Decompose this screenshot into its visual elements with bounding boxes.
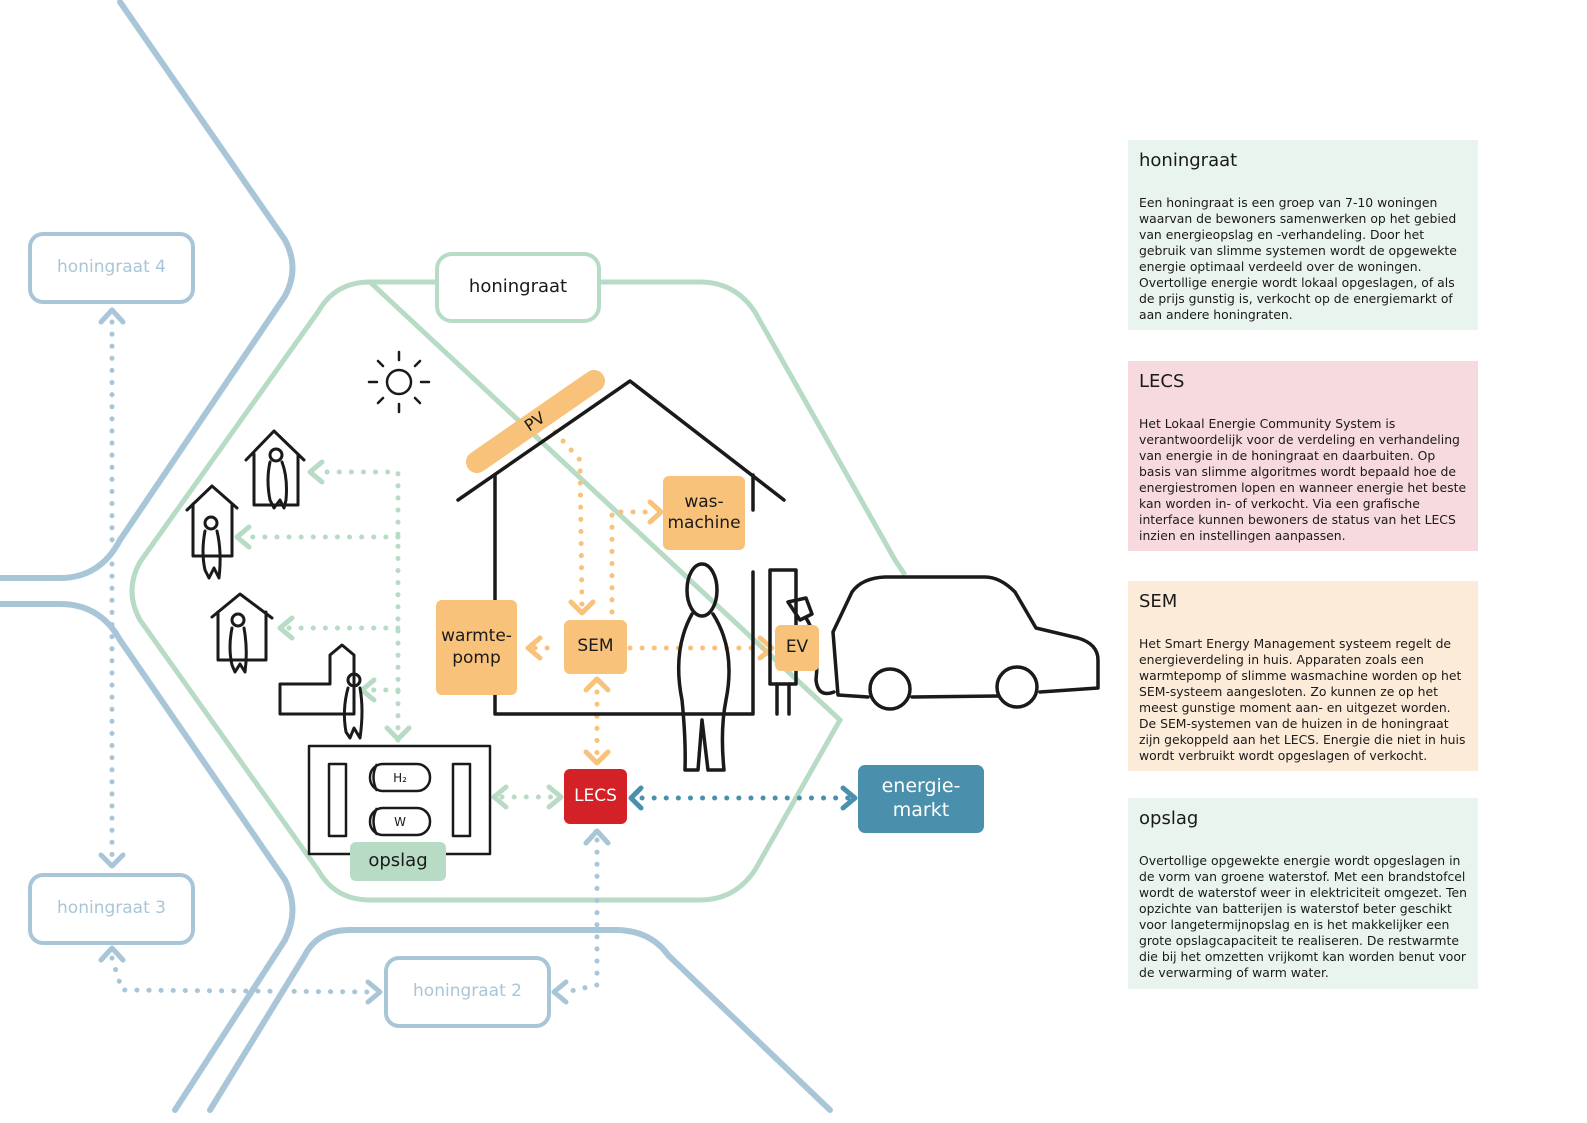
green-connectors — [242, 469, 558, 800]
h2-label: H₂ — [393, 770, 407, 785]
panel-title: opslag — [1139, 808, 1199, 829]
energiemarkt-label: energie- markt — [881, 775, 961, 821]
orange-arrowheads — [525, 499, 775, 766]
wasmachine-box[interactable] — [663, 476, 745, 550]
opslag-label: opslag — [368, 850, 428, 872]
sem-label: SEM — [577, 636, 614, 657]
opslag-box[interactable] — [350, 842, 446, 881]
honingraat-3-label: honingraat 3 — [57, 898, 166, 919]
teal-connector — [628, 785, 858, 811]
panel-title: LECS — [1139, 371, 1185, 392]
w-label: W — [394, 814, 406, 829]
pv-panel — [466, 370, 605, 473]
honingraat-4-label: honingraat 4 — [57, 257, 166, 278]
info-panel-honingraat: honingraat Een honingraat is een groep v… — [1128, 140, 1478, 330]
warmtepomp-label: warmte- pomp — [441, 626, 512, 668]
honingraat-3-box[interactable] — [28, 873, 195, 945]
honingraat-4-box[interactable] — [28, 232, 195, 304]
info-panel-lecs: LECS Het Lokaal Energie Community System… — [1128, 361, 1478, 551]
person-icon — [676, 562, 731, 772]
wasmachine-label: was- machine — [667, 491, 741, 533]
ev-box[interactable] — [775, 625, 819, 671]
honingraat-2-box[interactable] — [384, 956, 551, 1028]
honingraat-2-label: honingraat 2 — [413, 981, 522, 1002]
blue-connectors — [109, 319, 600, 995]
small-house-icon-2 — [185, 484, 239, 580]
small-house-icon-4 — [278, 643, 364, 740]
main-honeycomb-outline — [129, 279, 908, 903]
blue-arrowheads — [98, 307, 611, 1005]
lecs-box[interactable] — [564, 769, 627, 824]
honingraat-main-box[interactable] — [435, 252, 601, 323]
storage-tank-icon — [307, 744, 492, 856]
small-houses — [185, 429, 364, 740]
honingraat-main-label: honingraat — [468, 276, 568, 298]
green-arrowheads — [234, 459, 564, 810]
panel-text: Overtollige opgewekte energie wordt opge… — [1139, 853, 1467, 980]
energiemarkt-box[interactable] — [858, 765, 984, 833]
panel-text: Het Lokaal Energie Community System is v… — [1139, 416, 1467, 543]
info-panel-opslag: opslag Overtollige opgewekte energie wor… — [1128, 798, 1478, 989]
orange-connectors — [532, 429, 768, 763]
small-house-icon-3 — [210, 592, 274, 674]
small-house-icon-1 — [244, 429, 306, 510]
house-icon — [456, 379, 786, 716]
outer-honeycomb-lines — [0, 0, 833, 1113]
lecs-label: LECS — [574, 785, 617, 806]
info-panel-sem: SEM Het Smart Energy Management systeem … — [1128, 581, 1478, 771]
panel-text: Een honingraat is een groep van 7-10 won… — [1139, 195, 1457, 322]
sun-icon — [367, 350, 431, 414]
panel-title: SEM — [1139, 591, 1178, 612]
car-icon — [831, 575, 1100, 711]
panel-text: Het Smart Energy Management systeem rege… — [1139, 636, 1466, 763]
sem-box[interactable] — [564, 620, 627, 674]
warmtepomp-box[interactable] — [436, 600, 517, 695]
panel-title: honingraat — [1139, 150, 1238, 171]
ev-label: EV — [785, 637, 809, 658]
